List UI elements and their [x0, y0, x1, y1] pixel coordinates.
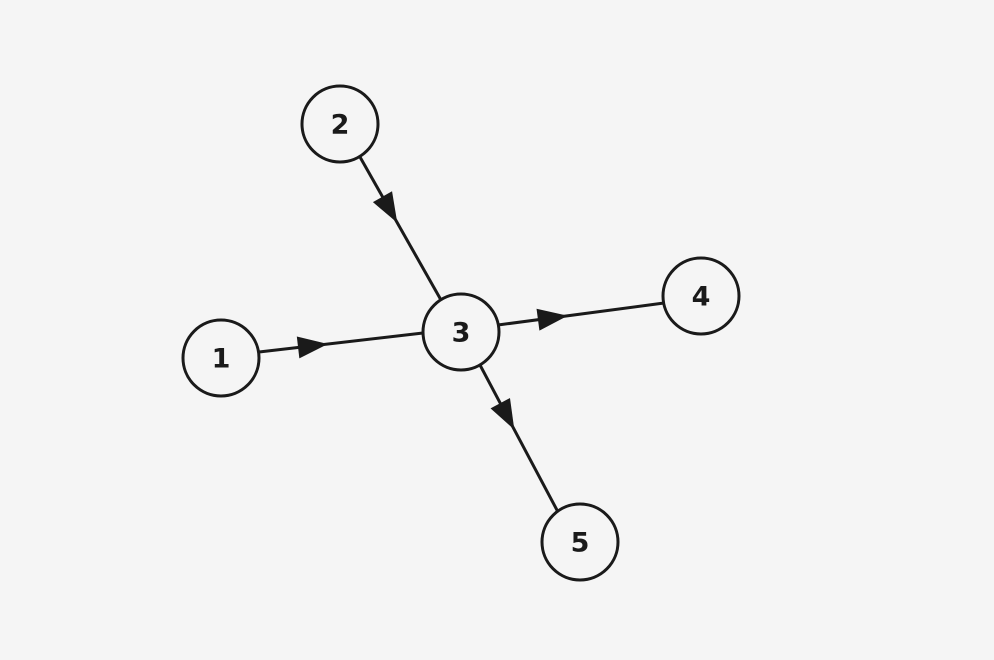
edge-arrowhead-icon [372, 191, 398, 223]
graph-edge [358, 156, 443, 301]
graph-edge [497, 301, 665, 327]
graph-node-3[interactable]: 3 [421, 292, 501, 372]
node-circle[interactable] [661, 256, 741, 336]
nodes-layer: 1 2 3 4 5 [181, 84, 741, 582]
graph-edge [258, 331, 424, 354]
node-label: 5 [571, 528, 590, 559]
node-circle[interactable] [421, 292, 501, 372]
node-label: 3 [452, 318, 471, 349]
edges-layer [258, 156, 665, 513]
node-circle[interactable] [300, 84, 380, 164]
graph-node-2[interactable]: 2 [300, 84, 380, 164]
node-circle[interactable] [540, 502, 620, 582]
node-label: 4 [692, 282, 711, 313]
graph-node-5[interactable]: 5 [540, 502, 620, 582]
graph-node-1[interactable]: 1 [181, 318, 261, 398]
node-label: 2 [331, 110, 350, 141]
node-circle[interactable] [181, 318, 261, 398]
edge-arrowhead-icon [490, 398, 515, 430]
graph-node-4[interactable]: 4 [661, 256, 741, 336]
edge-arrowhead-icon [296, 336, 328, 359]
node-label: 1 [212, 344, 231, 375]
edge-arrowhead-icon [536, 308, 568, 331]
arrowheads-layer [296, 191, 568, 430]
graph-edge [478, 364, 560, 513]
